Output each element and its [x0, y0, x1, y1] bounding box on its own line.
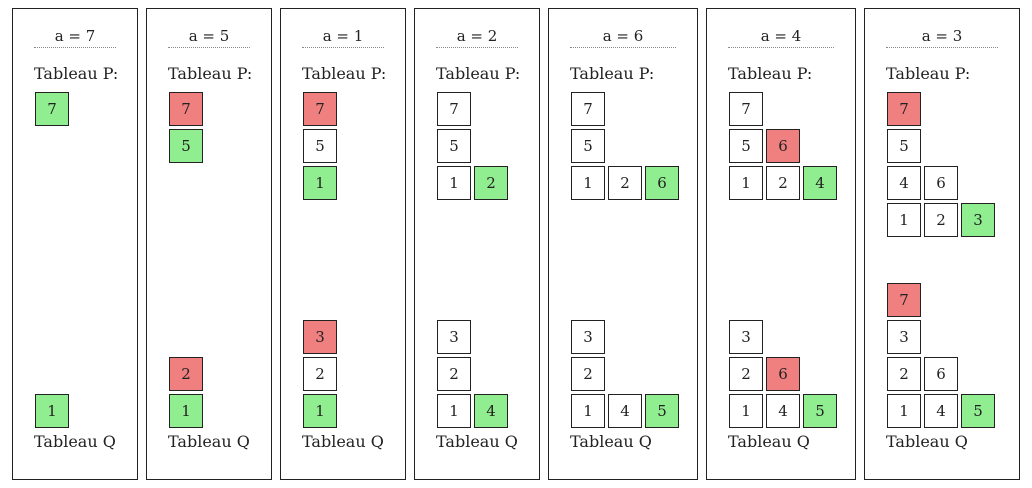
tableau-p-cell: 4	[887, 166, 921, 200]
tableau-q-cell: 4	[474, 394, 508, 428]
tableau-q-cell: 5	[961, 394, 995, 428]
step-panel	[280, 8, 406, 480]
step-title: a = 6	[570, 24, 676, 48]
tableau-p-cell: 2	[924, 203, 958, 237]
tableau-p-cell: 7	[169, 92, 203, 126]
tableau-p-label: Tableau P:	[886, 64, 971, 83]
tableau-p-cell: 7	[303, 92, 337, 126]
tableau-q-cell: 1	[887, 394, 921, 428]
tableau-q-cell: 1	[571, 394, 605, 428]
tableau-q-label: Tableau Q	[886, 432, 968, 451]
tableau-q-cell: 1	[729, 394, 763, 428]
tableau-p-label: Tableau P:	[570, 64, 655, 83]
tableau-q-cell: 1	[303, 394, 337, 428]
tableau-p-cell: 5	[169, 129, 203, 163]
tableau-p-cell: 1	[303, 166, 337, 200]
tableau-q-cell: 2	[303, 357, 337, 391]
tableau-p-label: Tableau P:	[436, 64, 521, 83]
tableau-q-cell: 3	[303, 320, 337, 354]
tableau-p-label: Tableau P:	[302, 64, 387, 83]
tableau-q-cell: 2	[169, 357, 203, 391]
tableau-p-cell: 7	[437, 92, 471, 126]
tableau-q-label: Tableau Q	[34, 432, 116, 451]
tableau-p-cell: 1	[571, 166, 605, 200]
tableau-p-cell: 7	[571, 92, 605, 126]
tableau-p-cell: 5	[729, 129, 763, 163]
tableau-p-cell: 7	[887, 92, 921, 126]
step-title: a = 1	[302, 24, 384, 48]
tableau-p-cell: 1	[887, 203, 921, 237]
tableau-p-label: Tableau P:	[168, 64, 253, 83]
tableau-q-cell: 2	[437, 357, 471, 391]
tableau-p-cell: 2	[766, 166, 800, 200]
tableau-q-cell: 3	[571, 320, 605, 354]
tableau-q-cell: 3	[887, 320, 921, 354]
step-panel	[706, 8, 856, 480]
step-panel	[864, 8, 1020, 480]
tableau-p-label: Tableau P:	[34, 64, 119, 83]
tableau-p-cell: 2	[474, 166, 508, 200]
tableau-p-cell: 2	[608, 166, 642, 200]
tableau-p-cell: 1	[729, 166, 763, 200]
tableau-p-cell: 5	[303, 129, 337, 163]
tableau-q-cell: 5	[803, 394, 837, 428]
tableau-q-cell: 3	[729, 320, 763, 354]
tableau-q-cell: 5	[645, 394, 679, 428]
tableau-p-cell: 3	[961, 203, 995, 237]
step-panel	[12, 8, 138, 480]
tableau-q-cell: 6	[924, 357, 958, 391]
step-title: a = 4	[728, 24, 834, 48]
tableau-q-label: Tableau Q	[728, 432, 810, 451]
tableau-p-cell: 4	[803, 166, 837, 200]
tableau-p-cell: 6	[766, 129, 800, 163]
tableau-q-cell: 1	[35, 394, 69, 428]
tableau-q-label: Tableau Q	[302, 432, 384, 451]
tableau-q-cell: 2	[571, 357, 605, 391]
tableau-p-label: Tableau P:	[728, 64, 813, 83]
tableau-q-label: Tableau Q	[168, 432, 250, 451]
tableau-q-label: Tableau Q	[436, 432, 518, 451]
tableau-q-cell: 4	[766, 394, 800, 428]
tableau-p-cell: 5	[437, 129, 471, 163]
step-title: a = 3	[886, 24, 998, 48]
step-title: a = 5	[168, 24, 250, 48]
tableau-q-cell: 7	[887, 283, 921, 317]
tableau-q-cell: 4	[924, 394, 958, 428]
step-title: a = 2	[436, 24, 518, 48]
step-panel	[548, 8, 698, 480]
tableau-q-cell: 6	[766, 357, 800, 391]
tableau-p-cell: 6	[924, 166, 958, 200]
tableau-p-cell: 6	[645, 166, 679, 200]
tableau-q-cell: 4	[608, 394, 642, 428]
tableau-q-cell: 1	[437, 394, 471, 428]
tableau-p-cell: 1	[437, 166, 471, 200]
tableau-q-cell: 3	[437, 320, 471, 354]
tableau-q-label: Tableau Q	[570, 432, 652, 451]
tableau-p-cell: 7	[729, 92, 763, 126]
step-panel	[414, 8, 540, 480]
step-title: a = 7	[34, 24, 116, 48]
tableau-p-cell: 7	[35, 92, 69, 126]
tableau-q-cell: 1	[169, 394, 203, 428]
tableau-q-cell: 2	[887, 357, 921, 391]
step-panel	[146, 8, 272, 480]
tableau-p-cell: 5	[887, 129, 921, 163]
tableau-q-cell: 2	[729, 357, 763, 391]
tableau-p-cell: 5	[571, 129, 605, 163]
